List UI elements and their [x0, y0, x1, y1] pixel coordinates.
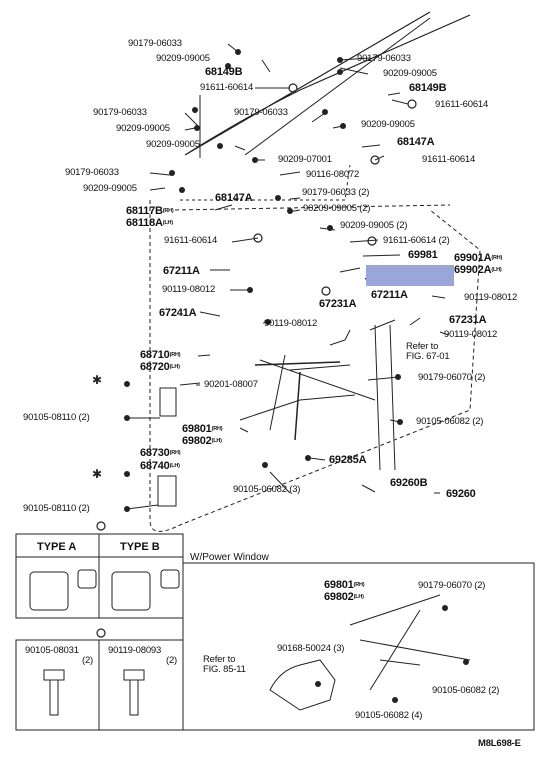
label-91611-60614[interactable]: 91611-60614	[164, 235, 218, 246]
label-69285a[interactable]: 69285A	[329, 454, 367, 466]
qty-90105-08031: (2)	[82, 655, 94, 666]
label-90105-08031[interactable]: 90105-08031	[25, 645, 79, 656]
label-90209-09005[interactable]: 90209-09005	[146, 139, 200, 150]
label-90119-08012[interactable]: 90119-08012	[162, 284, 216, 295]
label-68117b[interactable]: 68117B(RH)	[126, 205, 174, 217]
label-68147a[interactable]: 68147A	[397, 136, 435, 148]
label-90209-07001[interactable]: 90209-07001	[278, 154, 332, 165]
label-68147a[interactable]: 68147A	[215, 192, 253, 204]
label-90179-06033[interactable]: 90179-06033 (2)	[302, 187, 370, 198]
label-90119-08012[interactable]: 90119-08012	[444, 329, 498, 340]
label-90209-09005[interactable]: 90209-09005	[361, 119, 415, 130]
label-90179-06033[interactable]: 90179-06033	[357, 53, 411, 64]
label-67241a[interactable]: 67241A	[159, 307, 197, 319]
label-68740[interactable]: 68740(LH)	[140, 460, 180, 472]
qty-90119-08093: (2)	[166, 655, 178, 666]
label-90105-06082[interactable]: 90105-06082 (3)	[233, 484, 301, 495]
label-68118a[interactable]: 68118A(LH)	[126, 217, 173, 229]
label-69260b[interactable]: 69260B	[390, 477, 428, 489]
label-67231a[interactable]: 67231A	[449, 314, 487, 326]
power-window-title: W/Power Window	[190, 552, 269, 563]
label-90179-06070[interactable]: 90179-06070 (2)	[418, 372, 486, 383]
label-69901a[interactable]: 69901A(RH)	[454, 252, 503, 264]
label-90179-06033[interactable]: 90179-06033	[93, 107, 147, 118]
label-90119-08012[interactable]: 90119-08012	[464, 292, 518, 303]
label-90209-09005[interactable]: 90209-09005 (2)	[340, 220, 408, 231]
label-90119-08093[interactable]: 90119-08093	[108, 645, 162, 656]
label-90105-08110[interactable]: 90105-08110 (2)	[23, 412, 90, 423]
label-91611-60614[interactable]: 91611-60614	[200, 82, 254, 93]
label-68730[interactable]: 68730(RH)	[140, 447, 181, 459]
label-91611-60614[interactable]: 91611-60614	[422, 154, 476, 165]
label-69802-pw[interactable]: 69802(LH)	[324, 591, 364, 603]
highlight-69901a	[366, 265, 454, 286]
type-b-title: TYPE B	[120, 541, 160, 553]
label-90179-06070-pw[interactable]: 90179-06070 (2)	[418, 580, 486, 591]
label-90105-06082[interactable]: 90105-06082 (2)	[416, 416, 484, 427]
label-90209-09005[interactable]: 90209-09005	[83, 183, 137, 194]
type-a-title: TYPE A	[37, 541, 77, 553]
label-69981[interactable]: 69981	[408, 249, 438, 261]
label-69802[interactable]: 69802(LH)	[182, 435, 222, 447]
label-69801[interactable]: 69801(RH)	[182, 423, 223, 435]
label-90179-06033[interactable]: 90179-06033	[65, 167, 119, 178]
label-90209-09005[interactable]: 90209-09005 (2)	[303, 203, 371, 214]
label-90179-06033[interactable]: 90179-06033	[128, 38, 182, 49]
label-90105-08110[interactable]: 90105-08110 (2)	[23, 503, 90, 514]
label-90168-50024[interactable]: 90168-50024 (3)	[277, 643, 345, 654]
label-90105-06082-pw4[interactable]: 90105-06082 (4)	[355, 710, 423, 721]
label-67211a[interactable]: 67211A	[163, 265, 200, 277]
label-90209-09005[interactable]: 90209-09005	[383, 68, 437, 79]
label-67231a[interactable]: 67231A	[319, 298, 357, 310]
label-68710[interactable]: 68710(RH)	[140, 349, 181, 361]
label-69801-pw[interactable]: 69801(RH)	[324, 579, 365, 591]
label-69260[interactable]: 69260	[446, 488, 476, 500]
diagram-code: M8L698-E	[478, 738, 521, 749]
label-91611-60614[interactable]: 91611-60614 (2)	[383, 235, 450, 246]
label-90209-09005[interactable]: 90209-09005	[116, 123, 170, 134]
svg-text:✱: ✱	[92, 467, 102, 481]
label-90119-08012[interactable]: 90119-08012	[264, 318, 318, 329]
label-69902a[interactable]: 69902A(LH)	[454, 264, 502, 276]
label-90201-08007[interactable]: 90201-08007	[204, 379, 258, 390]
label-90209-09005[interactable]: 90209-09005	[156, 53, 210, 64]
label-68720[interactable]: 68720(LH)	[140, 361, 180, 373]
svg-text:✱: ✱	[92, 373, 102, 387]
label-90179-06033[interactable]: 90179-06033	[234, 107, 288, 118]
label-67211a[interactable]: 67211A	[371, 289, 408, 301]
label-68149b[interactable]: 68149B	[205, 66, 243, 78]
label-91611-60614[interactable]: 91611-60614	[435, 99, 489, 110]
label-90105-06082-pw[interactable]: 90105-06082 (2)	[432, 685, 500, 696]
label-90116-08072[interactable]: 90116-08072	[306, 169, 360, 180]
label-68149b[interactable]: 68149B	[409, 82, 447, 94]
